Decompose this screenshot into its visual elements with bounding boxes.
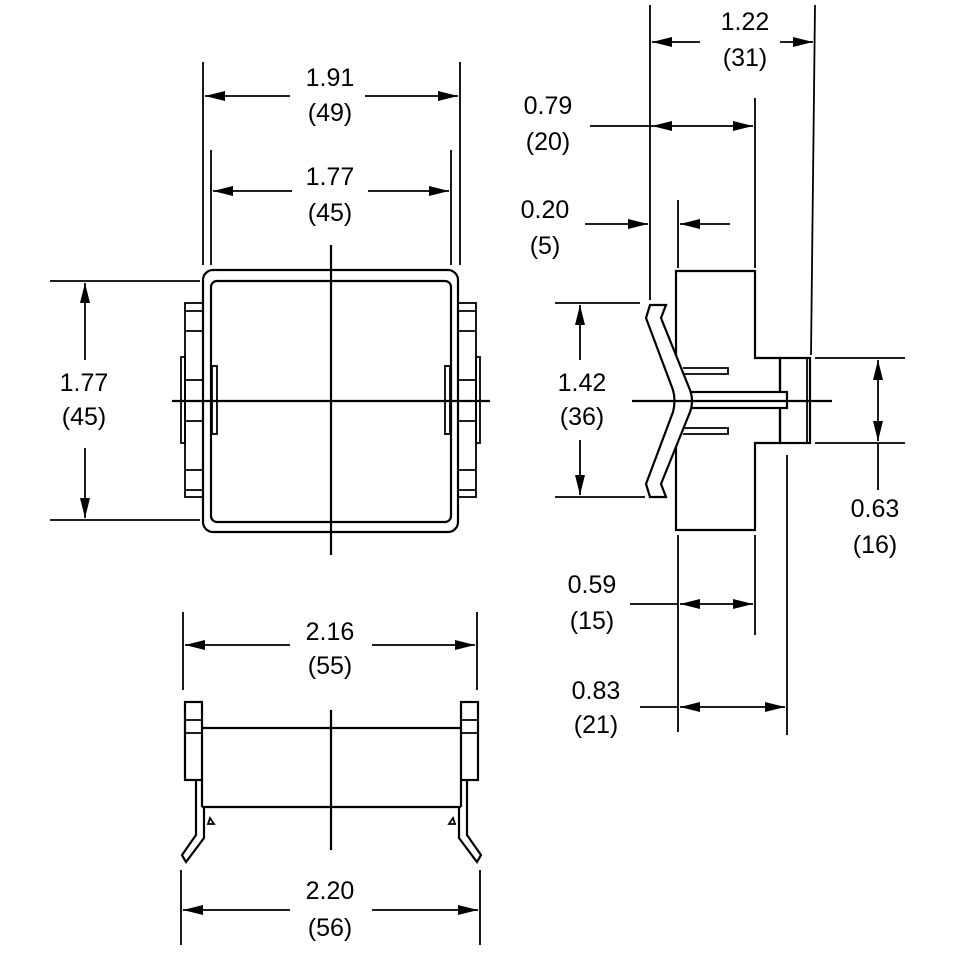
dim-leg-width: 2.20 (56) — [180, 870, 481, 945]
dim-label: 1.42 — [558, 369, 607, 397]
side-view: 1.22 (31) 0.79 (20) 0.20 (5) 1.42 (36) — [521, 4, 905, 739]
dim-clip-offset: 0.20 (5) — [521, 196, 730, 268]
dim-label-mm: (31) — [723, 44, 767, 72]
dim-label-mm: (15) — [570, 607, 614, 635]
dim-tab-width: 2.16 (55) — [182, 612, 478, 690]
dim-label: 0.59 — [568, 571, 617, 599]
dim-label-mm: (5) — [530, 232, 561, 260]
dim-label: 0.79 — [524, 92, 573, 120]
dim-label: 0.20 — [521, 196, 570, 224]
dim-label: 0.83 — [572, 677, 621, 705]
dim-label-mm: (56) — [308, 914, 352, 942]
dim-height: 1.77 (45) — [50, 280, 200, 521]
dim-label-mm: (49) — [308, 99, 352, 127]
dim-inner-width: 1.77 (45) — [210, 150, 452, 265]
dim-label: 0.63 — [851, 495, 900, 523]
dim-label-mm: (55) — [308, 652, 352, 680]
dim-label: 1.22 — [721, 8, 770, 36]
side-fins — [683, 367, 729, 435]
dim-label: 1.91 — [306, 64, 355, 92]
dim-overall-width: 1.91 (49) — [202, 62, 461, 265]
dim-label: 2.16 — [306, 618, 355, 646]
bottom-right-tab — [447, 700, 483, 864]
dim-label-mm: (36) — [560, 403, 604, 431]
dim-label: 2.20 — [306, 877, 355, 905]
dim-label-mm: (45) — [62, 403, 106, 431]
dim-body-depth: 0.59 (15) — [568, 535, 756, 640]
dim-label-mm: (45) — [308, 199, 352, 227]
bottom-left-tab — [180, 700, 216, 864]
bottom-view: 2.16 (55) 2.20 (56) — [180, 612, 483, 945]
dim-plate-height: 0.63 (16) — [815, 357, 905, 559]
dim-label-mm: (21) — [574, 711, 618, 739]
dim-label-mm: (20) — [526, 128, 570, 156]
dim-depth-to-body: 0.79 (20) — [524, 92, 756, 268]
dim-label: 1.77 — [306, 163, 355, 191]
dim-overall-depth: 1.22 (31) — [649, 4, 816, 356]
front-view: 1.91 (49) 1.77 (45) 1.77 (45) — [50, 62, 490, 555]
dim-label-mm: (16) — [853, 531, 897, 559]
dim-label: 1.77 — [60, 369, 109, 397]
dim-clip-height: 1.42 (36) — [555, 302, 645, 498]
dim-body-plus-plate: 0.83 (21) — [572, 455, 788, 739]
